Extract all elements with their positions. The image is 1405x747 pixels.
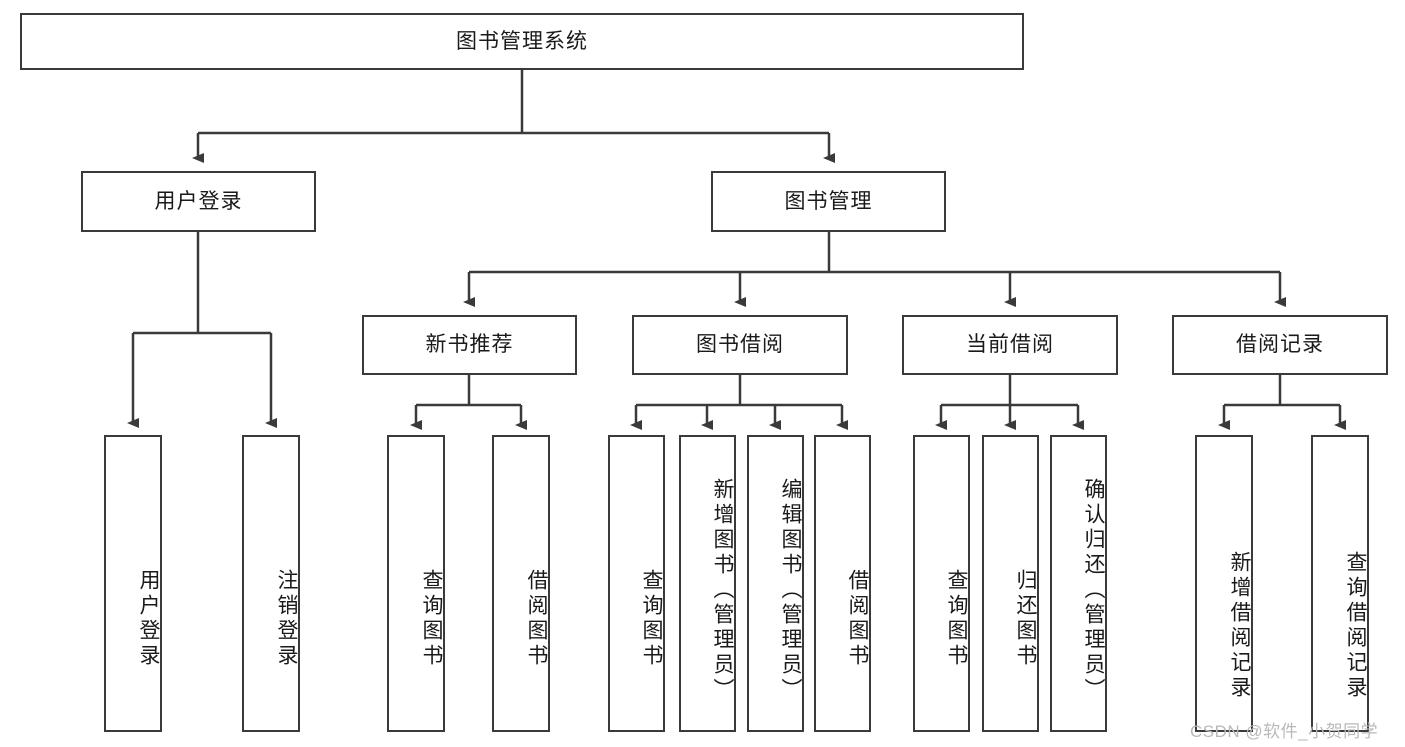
- node-current-borrow[interactable]: 当前借阅: [902, 315, 1118, 375]
- node-user-login[interactable]: 用户登录: [81, 171, 316, 232]
- leaf-query-book-3-label: 查询图书: [945, 568, 968, 669]
- leaf-user-login[interactable]: 用户登录: [104, 435, 162, 732]
- leaf-query-book-1-label: 查询图书: [420, 568, 443, 669]
- leaf-borrow-book-2[interactable]: 借阅图书: [814, 435, 871, 732]
- leaf-borrow-book-1[interactable]: 借阅图书: [492, 435, 550, 732]
- leaf-confirm-return-label: 确认归还（管理员）: [1082, 478, 1105, 703]
- node-book-manage[interactable]: 图书管理: [711, 171, 946, 232]
- leaf-edit-book[interactable]: 编辑图书（管理员）: [747, 435, 804, 732]
- node-borrow-record[interactable]: 借阅记录: [1172, 315, 1388, 375]
- node-book-borrow-label: 图书借阅: [696, 333, 784, 357]
- node-new-book-recommend-label: 新书推荐: [425, 333, 514, 357]
- leaf-confirm-return[interactable]: 确认归还（管理员）: [1050, 435, 1107, 732]
- node-book-manage-label: 图书管理: [784, 189, 873, 213]
- leaf-user-login-label: 用户登录: [137, 568, 160, 669]
- csdn-watermark: CSDN @软件_小贺同学: [1190, 722, 1379, 741]
- node-root[interactable]: 图书管理系统: [20, 13, 1024, 70]
- leaf-edit-book-label: 编辑图书（管理员）: [779, 478, 802, 703]
- leaf-add-record[interactable]: 新增借阅记录: [1195, 435, 1253, 732]
- leaf-query-book-2[interactable]: 查询图书: [608, 435, 665, 732]
- leaf-logout-login[interactable]: 注销登录: [242, 435, 300, 732]
- leaf-query-record-label: 查询借阅记录: [1344, 550, 1367, 701]
- node-user-login-label: 用户登录: [154, 189, 243, 213]
- leaf-query-book-2-label: 查询图书: [640, 568, 663, 669]
- leaf-add-book-label: 新增图书（管理员）: [711, 478, 734, 703]
- leaf-borrow-book-2-label: 借阅图书: [846, 568, 869, 669]
- leaf-logout-login-label: 注销登录: [275, 568, 298, 669]
- node-new-book-recommend[interactable]: 新书推荐: [362, 315, 577, 375]
- node-book-borrow[interactable]: 图书借阅: [632, 315, 848, 375]
- leaf-return-book-label: 归还图书: [1014, 568, 1037, 669]
- node-root-label: 图书管理系统: [456, 29, 588, 53]
- leaf-add-record-label: 新增借阅记录: [1228, 550, 1251, 701]
- leaf-query-record[interactable]: 查询借阅记录: [1311, 435, 1369, 732]
- leaf-add-book[interactable]: 新增图书（管理员）: [679, 435, 736, 732]
- node-current-borrow-label: 当前借阅: [966, 333, 1054, 357]
- leaf-borrow-book-1-label: 借阅图书: [525, 568, 548, 669]
- node-borrow-record-label: 借阅记录: [1236, 333, 1324, 357]
- leaf-query-book-1[interactable]: 查询图书: [387, 435, 445, 732]
- leaf-return-book[interactable]: 归还图书: [982, 435, 1039, 732]
- leaf-query-book-3[interactable]: 查询图书: [913, 435, 970, 732]
